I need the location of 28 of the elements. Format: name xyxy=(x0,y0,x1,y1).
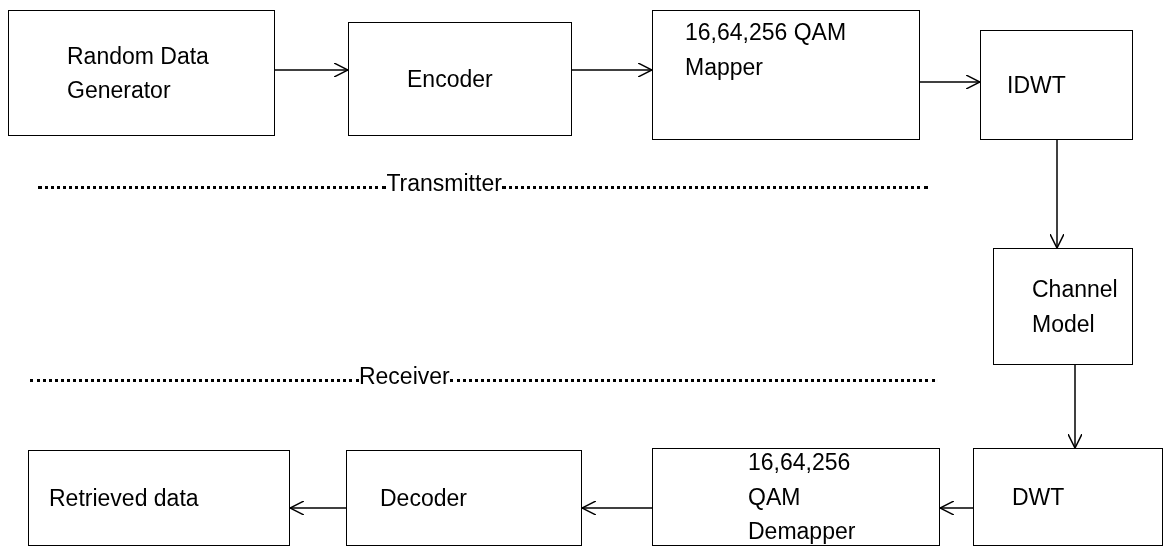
arrow xyxy=(1049,139,1065,249)
section-label: Receiver xyxy=(358,365,450,388)
box-label: DWT xyxy=(1012,482,1065,512)
process-box xyxy=(993,248,1133,365)
process-box xyxy=(346,450,582,546)
process-box xyxy=(8,10,275,136)
arrow xyxy=(939,500,974,516)
process-box xyxy=(652,10,920,140)
process-box xyxy=(973,448,1163,546)
arrow xyxy=(289,500,347,516)
box-label: IDWT xyxy=(1007,70,1066,100)
arrow xyxy=(571,62,653,78)
section-label: Transmitter xyxy=(386,172,502,195)
box-label: 16,64,256 QAM Mapper xyxy=(685,18,848,82)
process-box xyxy=(28,450,290,546)
process-box xyxy=(652,448,940,546)
box-label: Random Data Generator xyxy=(67,41,210,105)
box-label: 16,64,256 QAM Demapper xyxy=(748,448,857,547)
arrow xyxy=(919,74,981,90)
process-box xyxy=(980,30,1133,140)
box-label: Encoder xyxy=(407,64,493,94)
box-label: Decoder xyxy=(380,483,467,513)
arrow xyxy=(581,500,653,516)
box-label: Retrieved data xyxy=(49,483,199,513)
box-label: Channel Model xyxy=(1032,275,1119,339)
process-box xyxy=(348,22,572,136)
arrow xyxy=(1067,364,1083,449)
arrow xyxy=(274,62,349,78)
